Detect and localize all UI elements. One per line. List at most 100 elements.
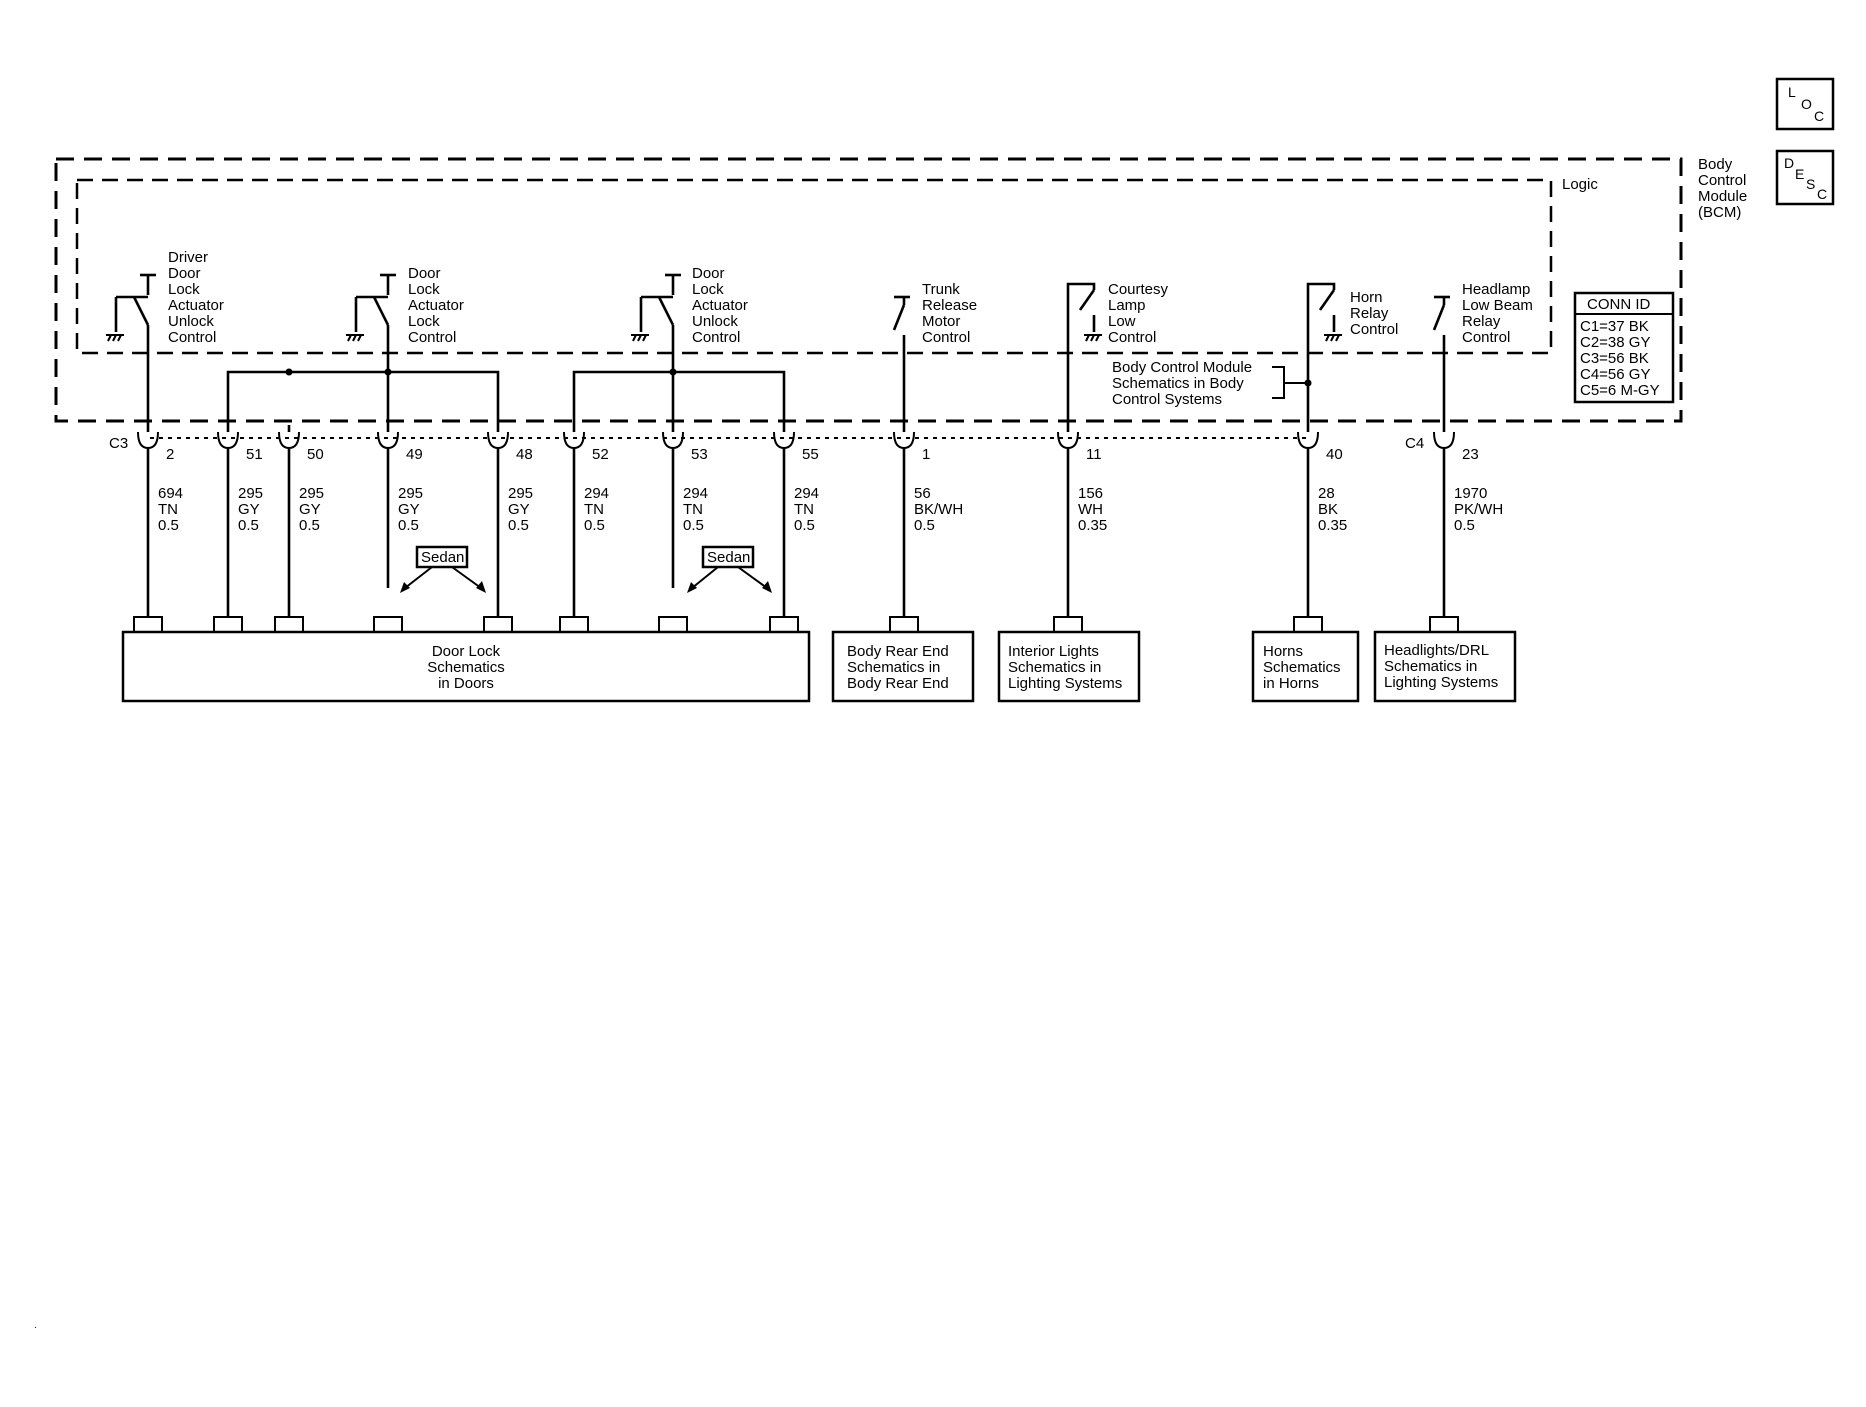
wire-label: 295 [238,485,263,502]
driver-unlock-switch [106,273,156,425]
label-line: Trunk [922,281,960,298]
conn-id-table: CONN ID C1=37 BK C2=38 GY C3=56 BK C4=56… [1573,291,1675,404]
dest-line: Body Rear End [847,675,949,692]
pin-number: 53 [691,446,708,463]
wire-label: 0.5 [1454,517,1475,534]
note-line: Control Systems [1112,391,1222,408]
label-line: Low [1108,313,1136,330]
wire-label: 0.5 [914,517,935,534]
switch-label-headlamp: Headlamp Low Beam Relay Control [1462,281,1533,346]
wire-label: 694 [158,485,183,502]
wire-label: TN [683,501,703,518]
wire-label: 28 [1318,485,1335,502]
label-line: Driver [168,249,208,266]
pin-number: 40 [1326,446,1343,463]
dest-line: in Horns [1263,675,1319,692]
connector-pin-icon [662,431,684,450]
label-line: Unlock [168,313,214,330]
loc-icon[interactable]: L O C [1775,77,1835,131]
wire-label: 0.5 [299,517,320,534]
footer-mark: . [34,1320,37,1331]
label-line: Door [692,265,725,282]
connector-pin-icon [1433,431,1455,450]
label-line: Lock [692,281,724,298]
destination-pin-icon [133,616,163,631]
conn-id-entry-3: C3=56 BK [1580,350,1649,367]
wire-label: GY [238,501,260,518]
connector-pin-icon [487,431,509,450]
dest-line: Horns [1263,643,1303,660]
pin-number: 11 [1086,446,1102,463]
bcm-reference-note: Body Control Module Schematics in Body C… [1112,359,1308,408]
module-boundary [54,157,1683,423]
pin-number: 1 [922,446,930,463]
wire-label: 295 [508,485,533,502]
logic-label: Logic [1562,176,1598,193]
destination-door-lock[interactable]: Door Lock Schematics in Doors [121,630,811,703]
wires-layer: 2694TN0.551295GY0.550295GY0.549295GY0.54… [133,425,1503,631]
connector-pin-icon [278,431,300,450]
connector-c3: C3 [109,435,128,452]
destination-horns[interactable]: Horns Schematics in Horns [1251,630,1360,703]
connector-pin-icon [137,431,159,450]
label-line: Control [408,329,456,346]
destination-pin-icon [559,616,589,631]
label-line: Unlock [692,313,738,330]
conn-id-entry-1: C1=37 BK [1580,318,1649,335]
headlamp-relay-switch [1432,295,1450,425]
label-line: Relay [1350,305,1389,322]
label-line: Actuator [692,297,748,314]
dest-line: Lighting Systems [1008,675,1122,692]
destination-interior-lights[interactable]: Interior Lights Schematics in Lighting S… [997,630,1141,703]
sedan-option-1: Sedan [400,545,486,593]
switch-label-horn: Horn Relay Control [1350,289,1398,338]
wire-label: 0.5 [238,517,259,534]
desc-letter-1: D [1784,155,1794,171]
switch-label-courtesy: Courtesy Lamp Low Control [1108,281,1169,346]
destination-pin-icon [769,616,799,631]
lock-bus [226,368,500,425]
desc-letter-2: E [1795,166,1804,182]
dest-line: Schematics [427,659,505,676]
wire-label: WH [1078,501,1103,518]
loc-letter-3: C [1814,108,1824,124]
label-line: Lock [408,313,440,330]
label-line: Control [1462,329,1510,346]
connector-pin-icon [217,431,239,450]
switch-label-driver-unlock: Driver Door Lock Actuator Unlock Control [168,249,224,346]
sedan-option-2: Sedan [687,545,772,593]
pin-number: 2 [166,446,174,463]
wire-label: 294 [794,485,819,502]
label-line: Lock [168,281,200,298]
label-line: Courtesy [1108,281,1169,298]
destination-body-rear-end[interactable]: Body Rear End Schematics in Body Rear En… [831,630,975,703]
wire-label: 0.5 [158,517,179,534]
wire-label: 0.5 [584,517,605,534]
dest-line: Schematics [1263,659,1341,676]
note-line: Schematics in Body [1112,375,1244,392]
label-line: Control [168,329,216,346]
wire-label: 0.35 [1318,517,1347,534]
module-label-1: Body [1698,156,1733,173]
connector-pin-icon [893,431,915,450]
label-line: Control [1108,329,1156,346]
dest-line: in Doors [438,675,494,692]
label-line: Door [408,265,441,282]
desc-letter-3: S [1806,176,1815,192]
conn-id-title: CONN ID [1587,296,1651,313]
wire-label: 295 [398,485,423,502]
unlock-bus [572,368,786,425]
label-line: Horn [1350,289,1383,306]
wire-label: 0.5 [398,517,419,534]
switch-label-door-lock: Door Lock Actuator Lock Control [408,265,464,346]
dest-line: Schematics in [847,659,940,676]
module-label-4: (BCM) [1698,204,1741,221]
horn-relay-switch [1304,282,1342,425]
label-line: Actuator [408,297,464,314]
label-line: Control [692,329,740,346]
desc-icon[interactable]: D E S C [1775,149,1835,206]
wire-label: GY [299,501,321,518]
destination-headlights-drl[interactable]: Headlights/DRL Schematics in Lighting Sy… [1373,630,1517,703]
trunk-release-switch [892,295,910,425]
wire-label: BK/WH [914,501,963,518]
